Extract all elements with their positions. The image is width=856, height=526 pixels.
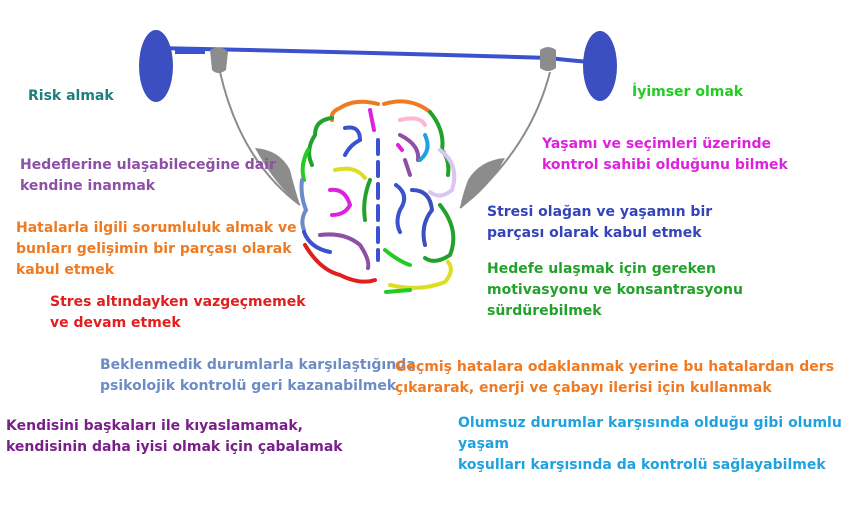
label-no-compare: Kendisini başkaları ile kıyaslamamak, ke…: [6, 418, 343, 455]
label-risk: Risk almak: [28, 88, 114, 104]
left-arm: [219, 71, 301, 206]
right-weight-plate: [583, 31, 617, 101]
label-positive-control: Olumsuz durumlar karşısında olduğu gibi …: [458, 415, 842, 473]
left-bicep: [255, 148, 300, 205]
left-hand: [210, 47, 228, 73]
label-optimism: İyimser olmak: [632, 84, 744, 100]
label-mistakes: Hatalarla ilgili sorumluluk almak ve bun…: [16, 220, 297, 278]
left-weight-plate: [139, 30, 173, 102]
label-motivation: Hedefe ulaşmak için gereken motivasyonu …: [487, 261, 743, 319]
label-persist: Stres altındayken vazgeçmemek ve devam e…: [50, 294, 306, 331]
right-bicep: [460, 158, 505, 208]
barbell-bar: [154, 46, 591, 64]
brain: [299, 99, 457, 294]
right-hand: [540, 47, 556, 71]
label-self-belief: Hedeflerine ulaşabileceğine dair kendine…: [20, 157, 276, 194]
label-control: Yaşamı ve seçimleri üzerinde kontrol sah…: [542, 136, 788, 173]
label-past-mistakes: Geçmiş hatalara odaklanmak yerine bu hat…: [395, 359, 835, 396]
label-recover: Beklenmedik durumlarla karşılaştığında p…: [100, 357, 416, 394]
label-stress-accept: Stresi olağan ve yaşamın bir parçası ola…: [487, 204, 713, 241]
